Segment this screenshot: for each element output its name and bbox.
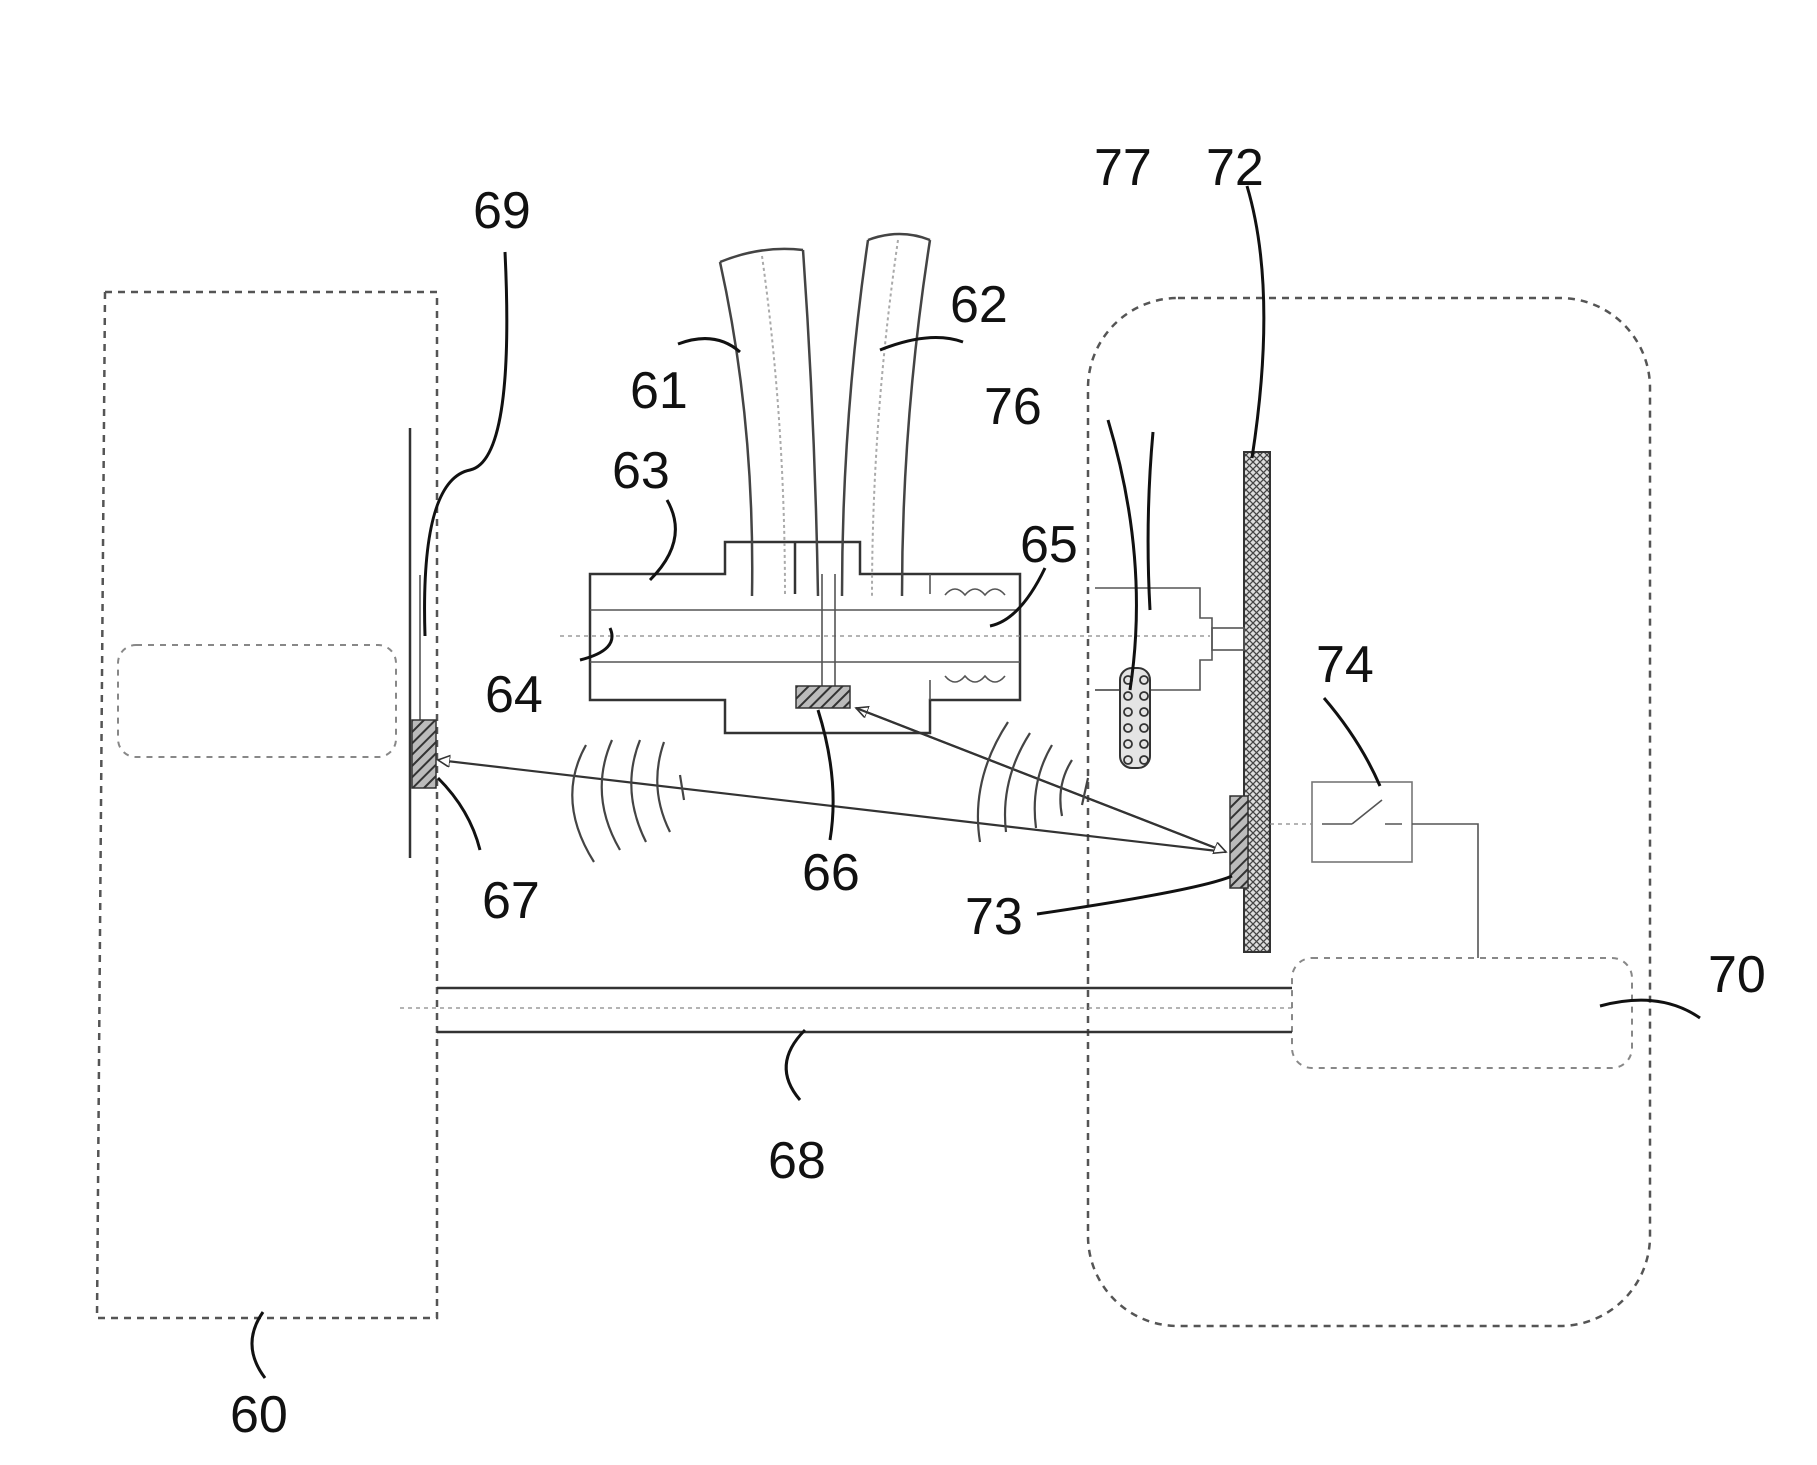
leader-lines [252, 186, 1700, 1378]
hose-61 [720, 249, 818, 596]
label-69: 69 [473, 182, 531, 240]
sensor-67 [412, 720, 436, 788]
label-67: 67 [482, 872, 540, 930]
controller-70 [1292, 958, 1632, 1068]
label-62: 62 [950, 276, 1008, 334]
label-77: 77 [1094, 139, 1152, 197]
label-70: 70 [1708, 946, 1766, 1004]
label-63: 63 [612, 442, 670, 500]
wave-marks-left [572, 740, 684, 862]
actuator-77 [1095, 588, 1244, 768]
label-68: 68 [768, 1132, 826, 1190]
element-76 [1120, 668, 1150, 768]
label-72: 72 [1206, 139, 1264, 197]
reference-numerals: 69 61 62 63 64 65 66 67 73 76 77 72 74 7… [230, 139, 1766, 1444]
label-65: 65 [1020, 516, 1078, 574]
left-housing [97, 292, 437, 1318]
sensor-73 [1230, 796, 1248, 888]
sensor-66 [796, 686, 850, 708]
label-73: 73 [965, 888, 1023, 946]
plate-72 [1230, 452, 1270, 952]
label-76: 76 [984, 378, 1042, 436]
switch-74 [1270, 782, 1478, 958]
left-wall-plate [410, 428, 436, 858]
label-74: 74 [1316, 636, 1374, 694]
label-64: 64 [485, 666, 543, 724]
label-60: 60 [230, 1386, 288, 1444]
label-61: 61 [630, 362, 688, 420]
connection-lines-68 [400, 988, 1292, 1032]
label-66: 66 [802, 844, 860, 902]
